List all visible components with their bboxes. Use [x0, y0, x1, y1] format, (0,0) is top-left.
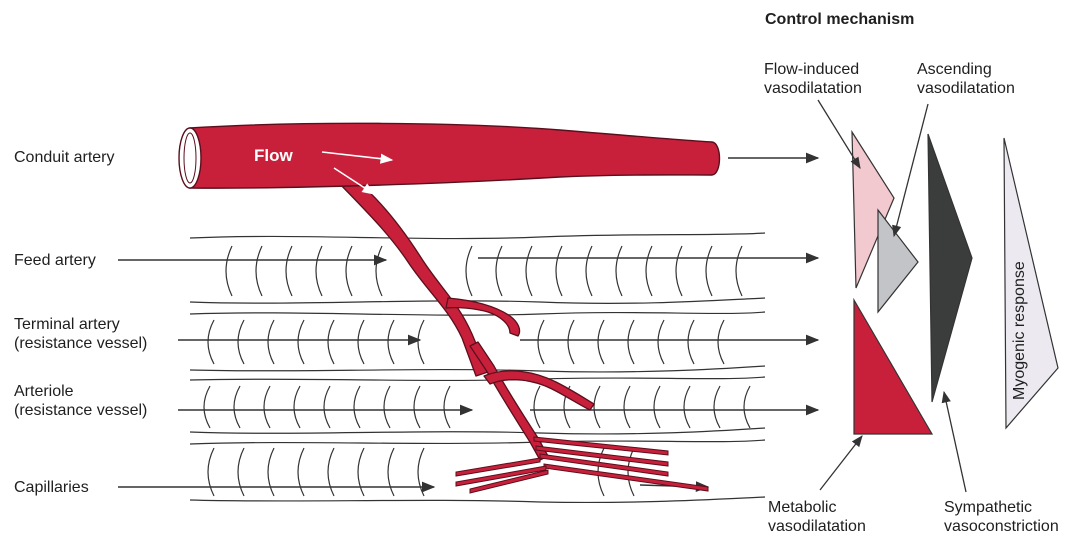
label-metabolic-sub: vasodilatation — [768, 517, 866, 536]
sympathetic-triangle — [928, 134, 972, 402]
label-arteriole: Arteriole — [14, 382, 74, 401]
vessel-tree — [338, 180, 594, 460]
sympathetic-leader — [944, 392, 966, 492]
label-ascending: Ascending — [917, 60, 992, 79]
label-sympathetic: Sympathetic — [944, 498, 1032, 517]
label-myogenic: Myogenic response — [1010, 261, 1029, 400]
label-feed-artery: Feed artery — [14, 251, 96, 270]
label-metabolic: Metabolic — [768, 498, 836, 517]
label-sympathetic-sub: vasoconstriction — [944, 517, 1059, 536]
label-flow: Flow — [254, 146, 293, 165]
diagram-title: Control mechanism — [765, 10, 914, 29]
label-terminal-artery: Terminal artery — [14, 315, 120, 334]
label-capillaries: Capillaries — [14, 478, 89, 497]
metabolic-leader — [820, 436, 862, 490]
feed-artery-branch — [338, 180, 488, 376]
capillary-bundle — [456, 437, 708, 493]
label-conduit-artery: Conduit artery — [14, 148, 115, 167]
ascending-triangle — [878, 210, 918, 312]
metabolic-triangle — [854, 300, 932, 434]
label-terminal-artery-sub: (resistance vessel) — [14, 334, 147, 353]
label-arteriole-sub: (resistance vessel) — [14, 401, 147, 420]
ascending-leader — [894, 104, 928, 236]
vessel-arrows — [118, 158, 818, 487]
label-ascending-sub: vasodilatation — [917, 79, 1015, 98]
label-flow-induced: Flow-induced — [764, 60, 859, 79]
label-flow-induced-sub: vasodilatation — [764, 79, 862, 98]
